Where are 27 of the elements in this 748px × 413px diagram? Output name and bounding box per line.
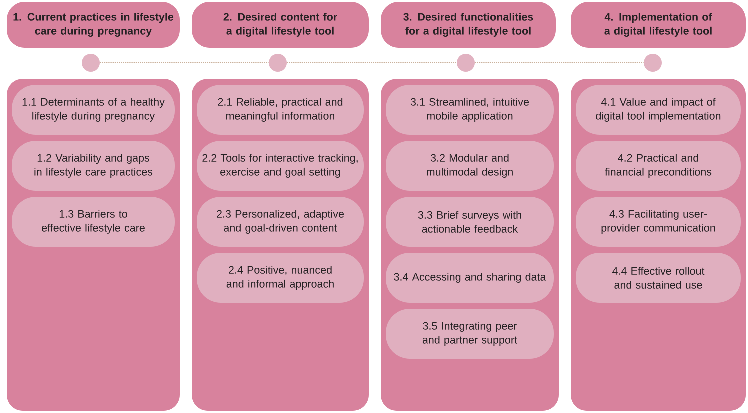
subtheme-pill: 3.5 Integrating peer and partner support [386,309,554,359]
subtheme-pill: 1.2 Variability and gaps in lifestyle care practices [12,141,175,191]
dotted-line [474,62,644,64]
subtheme-pill: 2.2 Tools for interactive tracking, exercise and goal setting [197,141,364,191]
subtheme-pill: 4.4 Effective rollout and sustained use [576,253,741,303]
subtheme-pill: 4.3 Facilitating user-provider communication [576,197,741,247]
subtheme-pill: 1.3 Barriers to effective lifestyle care [12,197,175,247]
subtheme-pill: 1.1 Determinants of a healthy lifestyle during pregnancy [12,85,175,135]
header-pill: 1. Current practices in lifestyle care during pregnancy [7,2,180,48]
timeline-dot [269,54,287,72]
header-pill: 2. Desired content for a digital lifestyle tool [192,2,369,48]
timeline-dot [457,54,475,72]
timeline-dot [644,54,662,72]
timeline-dot [82,54,100,72]
subtheme-pill: 3.4 Accessing and sharing data [386,253,554,303]
subtheme-pill: 4.1 Value and impact of digital tool implementation [576,85,741,135]
subtheme-pill: 2.4 Positive, nuanced and informal approach [197,253,364,303]
subtheme-pill: 2.3 Personalized, adaptive and goal-driven content [197,197,364,247]
subtheme-pill: 3.2 Modular and multimodal design [386,141,554,191]
header-pill: 3. Desired functionalities for a digital lifestyle tool [381,2,556,48]
subtheme-pill: 2.1 Reliable, practical and meaningful information [197,85,364,135]
subtheme-pill: 3.3 Brief surveys with actionable feedback [386,197,554,247]
subtheme-pill: 4.2 Practical and financial preconditions [576,141,741,191]
dotted-line [286,62,458,64]
subtheme-pill: 3.1 Streamlined, intuitive mobile application [386,85,554,135]
dotted-line [100,62,270,64]
header-pill: 4. Implementation of a digital lifestyle tool [571,2,746,48]
